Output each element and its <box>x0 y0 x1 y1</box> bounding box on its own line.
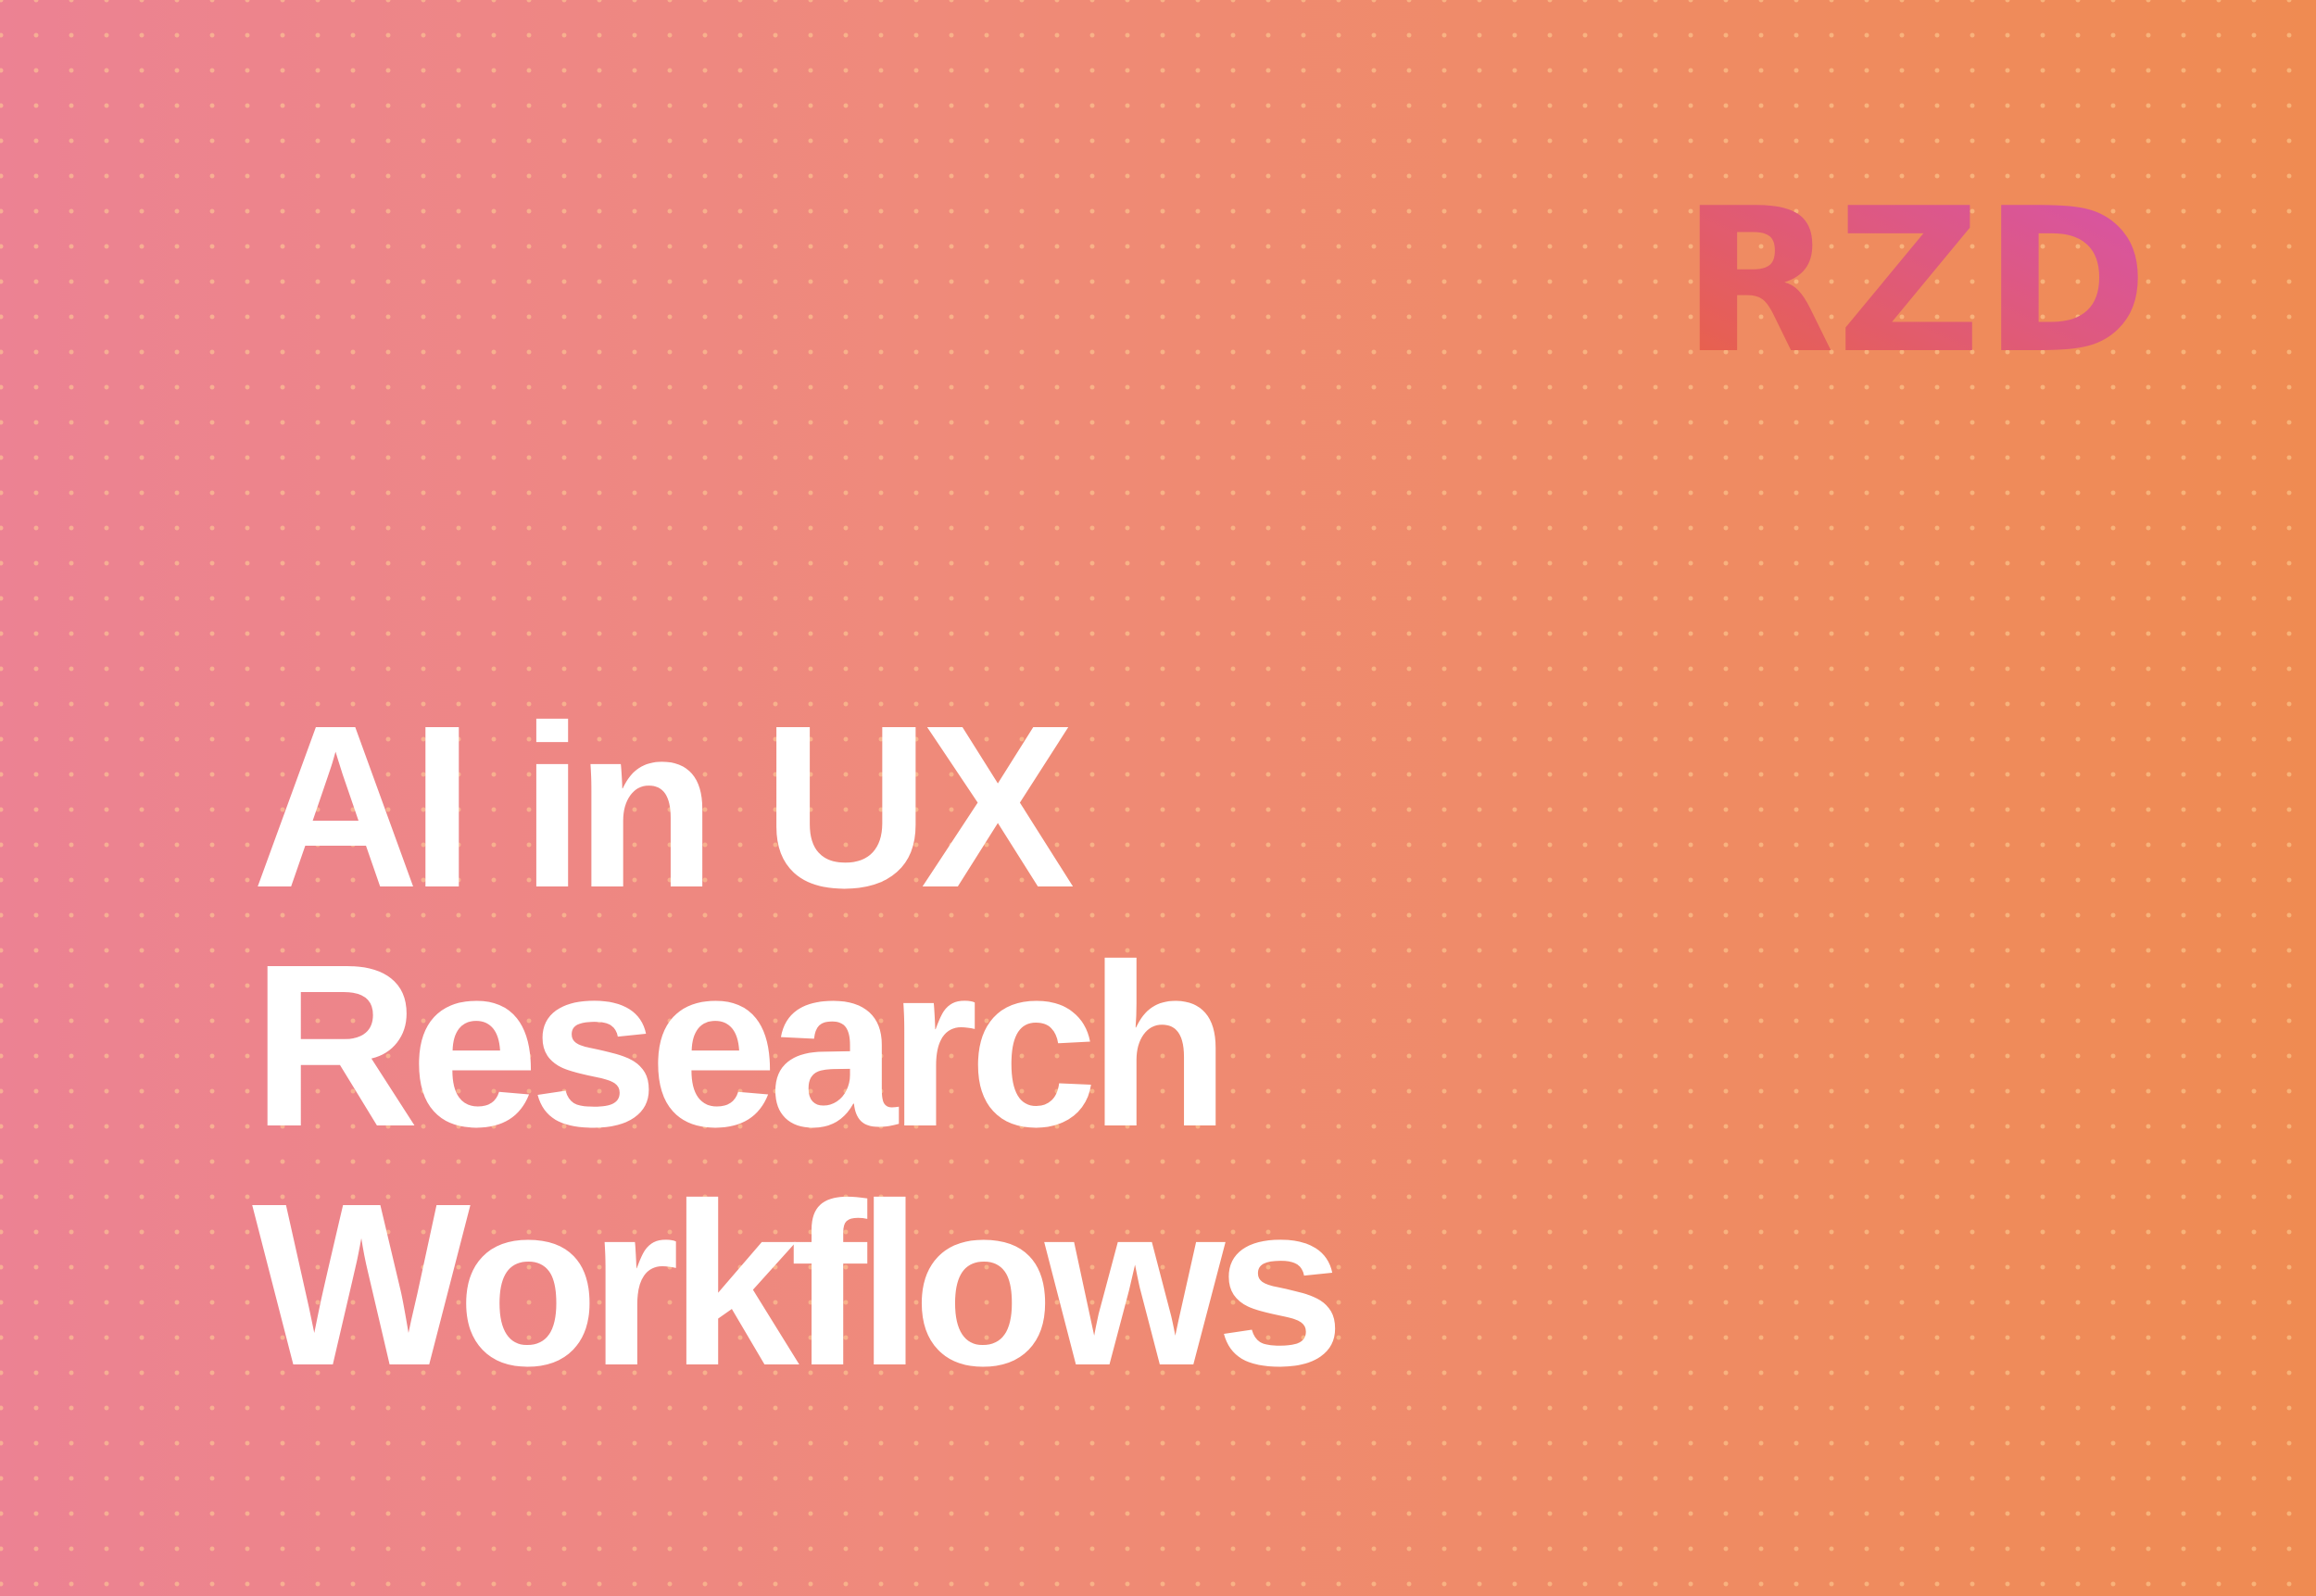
headline-line-2: Research <box>252 916 1230 1175</box>
headline: AI in UX Research Workflows <box>252 677 1344 1414</box>
headline-line-1: AI in UX <box>252 677 1075 936</box>
headline-line-3: Workflows <box>252 1155 1344 1414</box>
brand-logo: RZD <box>1681 165 2148 397</box>
brand-logo-text: RZD <box>1681 165 2150 397</box>
